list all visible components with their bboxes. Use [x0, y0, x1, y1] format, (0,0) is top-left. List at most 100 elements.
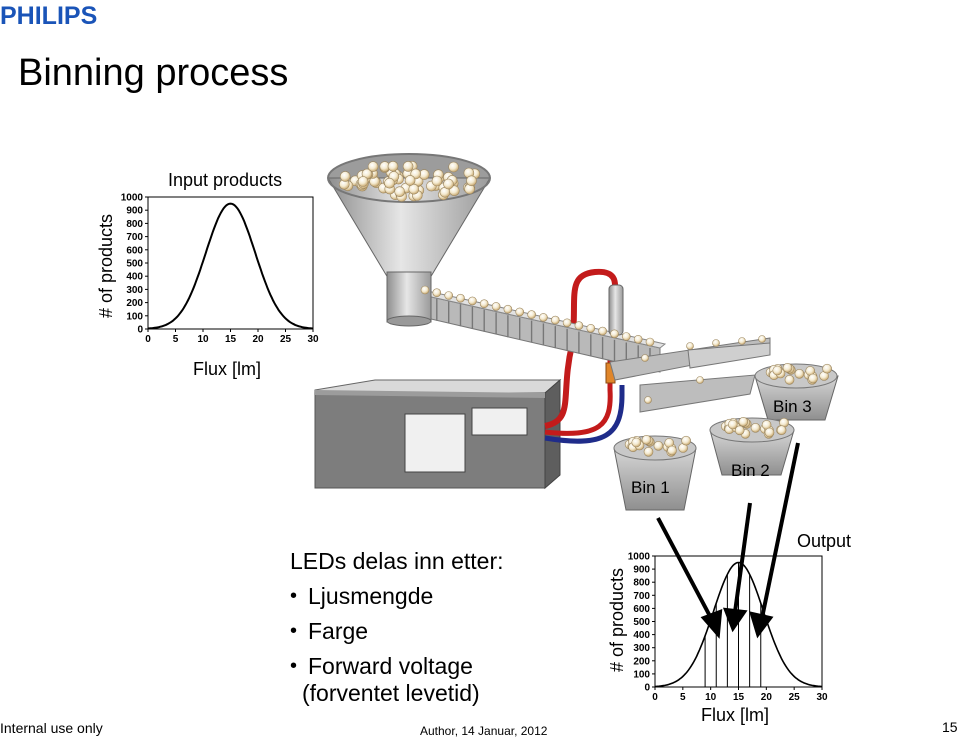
y-tick-label: 500 — [126, 259, 143, 270]
arrowhead-bin1 — [700, 609, 723, 639]
led-icon — [420, 285, 430, 295]
x-tick-label: 15 — [733, 692, 745, 703]
led-icon — [641, 354, 649, 362]
led-icon — [432, 288, 442, 298]
led-icon — [598, 326, 607, 336]
led-icon — [479, 299, 489, 309]
led-icon — [574, 321, 584, 330]
x-tick-label: 25 — [789, 692, 801, 703]
bin-2-label: Bin 2 — [731, 461, 770, 480]
led-icon — [782, 362, 793, 373]
led-icon — [631, 437, 642, 448]
led-icon — [404, 175, 416, 186]
bullet-continuation: (forventet levetid) — [302, 680, 480, 706]
led-icon — [431, 175, 443, 187]
led-icon — [776, 425, 787, 436]
footer-classification: Internal use only — [0, 720, 103, 736]
bullet-item: Ljusmengde — [290, 579, 590, 614]
x-tick-label: 20 — [761, 692, 773, 703]
led-icon — [448, 161, 459, 173]
led-icon — [738, 337, 746, 345]
y-tick-label: 300 — [633, 643, 650, 654]
led-icon — [384, 177, 395, 189]
led-icon — [586, 323, 596, 333]
tester-box — [314, 378, 562, 490]
y-tick-label: 900 — [126, 206, 143, 217]
arrowhead-bin2 — [722, 607, 748, 633]
led-icon — [667, 445, 677, 456]
led-icon — [562, 318, 572, 328]
y-tick-label: 1000 — [121, 193, 144, 204]
arrow-bin2 — [733, 502, 752, 613]
input-chart-curve — [147, 202, 314, 330]
led-icon — [645, 337, 655, 347]
led-icon — [550, 315, 560, 325]
led-icon — [644, 396, 652, 404]
y-tick-label: 800 — [633, 578, 650, 589]
output-chart-caption: Output — [797, 531, 851, 551]
y-tick-label: 0 — [137, 325, 143, 336]
led-icon — [822, 363, 832, 374]
footer-author-date: Author, 14 Januar, 2012 — [420, 724, 548, 738]
led-icon — [727, 419, 738, 430]
led-icon — [712, 339, 720, 347]
slide-title: Binning process — [18, 52, 289, 94]
output-chart-ylabel: # of products — [607, 568, 627, 672]
y-tick-label: 400 — [633, 630, 650, 641]
indicator-window — [471, 407, 528, 436]
page-number: 15 — [942, 719, 958, 735]
led-icon — [503, 304, 513, 314]
arrowhead-bin3 — [749, 611, 774, 639]
led-icon — [491, 302, 501, 311]
led-icon — [402, 161, 414, 172]
output-chart-curve — [654, 561, 823, 688]
x-tick-label: 0 — [145, 334, 151, 345]
logo-text: PHILIPS — [0, 2, 97, 30]
philips-logo: PHILIPS — [0, 2, 97, 30]
led-icon — [357, 176, 369, 187]
led-icon — [696, 376, 704, 384]
bullet-list: LEDs delas inn etter: Ljusmengde Farge F… — [290, 544, 590, 711]
led-icon — [456, 293, 465, 303]
cables — [544, 268, 625, 444]
led-icon — [387, 161, 399, 172]
x-tick-label: 20 — [252, 334, 264, 345]
led-icon — [621, 332, 631, 341]
x-tick-label: 25 — [280, 334, 292, 345]
bullet-item: Forward voltage — [290, 649, 590, 684]
y-tick-label: 1000 — [628, 552, 651, 563]
y-tick-label: 600 — [126, 245, 143, 256]
led-icon — [808, 373, 818, 384]
input-chart-ylabel: # of products — [96, 214, 116, 318]
led-icon — [633, 334, 643, 344]
input-chart-xlabel: Flux [lm] — [193, 359, 261, 379]
bin-1-label: Bin 1 — [631, 478, 670, 497]
bullet-heading: LEDs delas inn etter: — [290, 548, 504, 574]
input-chart-caption: Input products — [168, 170, 282, 190]
sensor-probe — [608, 284, 624, 336]
led-icon — [468, 296, 477, 306]
x-tick-label: 15 — [225, 334, 237, 345]
y-tick-label: 200 — [126, 298, 143, 309]
led-icon — [339, 171, 351, 182]
bin-2: Bin 2 — [709, 416, 795, 480]
led-icon — [515, 307, 525, 317]
led-icon — [443, 178, 454, 190]
led-icon — [686, 342, 694, 350]
led-icon — [408, 183, 420, 195]
x-tick-label: 10 — [197, 334, 209, 345]
led-icon — [444, 291, 454, 300]
x-tick-label: 0 — [652, 692, 658, 703]
bin-1: Bin 1 — [613, 434, 697, 511]
y-tick-label: 700 — [633, 591, 650, 602]
display-window — [404, 413, 466, 473]
led-icon — [539, 313, 548, 322]
rail-leds — [420, 285, 766, 404]
led-icon — [367, 161, 379, 172]
x-tick-label: 30 — [307, 334, 319, 345]
led-icon — [610, 329, 619, 339]
